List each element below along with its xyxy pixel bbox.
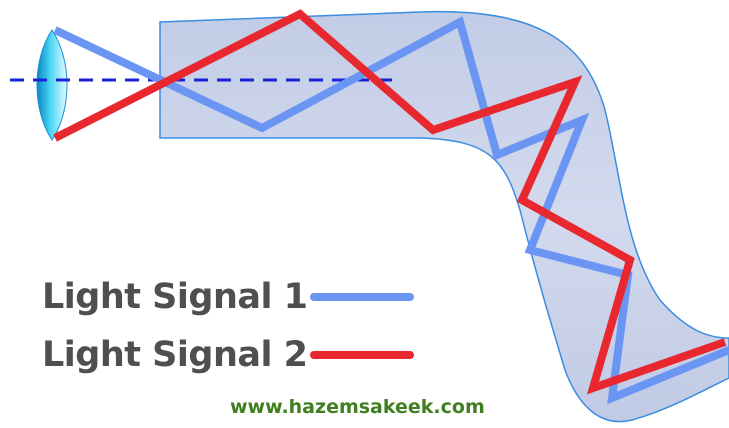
legend: Light Signal 1 Light Signal 2 (42, 268, 414, 384)
red-line-swatch-icon (310, 351, 414, 359)
blue-line-swatch-icon (310, 293, 414, 301)
light-signal-1-path (53, 16, 729, 405)
legend-label-signal-1: Light Signal 1 (42, 277, 308, 317)
legend-label-signal-2: Light Signal 2 (42, 335, 308, 375)
watermark-url: www.hazemsakeek.com (230, 396, 485, 418)
light-signal-2-path (53, 9, 727, 395)
legend-item-signal-2: Light Signal 2 (42, 326, 414, 384)
lens-icon (36, 29, 68, 141)
legend-item-signal-1: Light Signal 1 (42, 268, 414, 326)
